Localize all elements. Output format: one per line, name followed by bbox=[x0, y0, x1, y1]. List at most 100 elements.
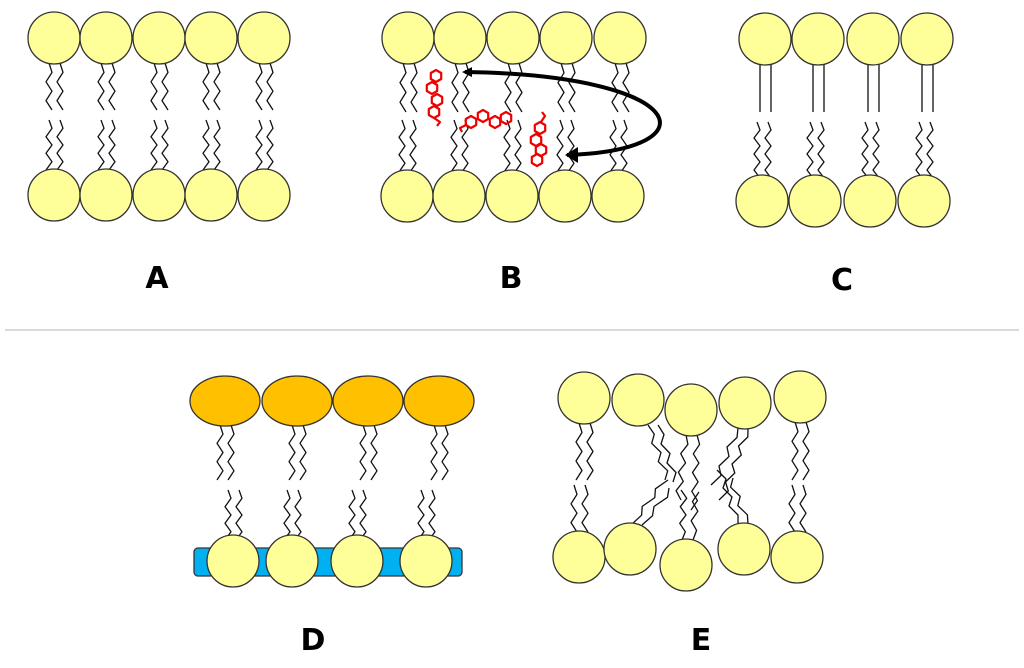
lower-lipid-tail bbox=[716, 469, 739, 524]
lower-lipid-head bbox=[591, 169, 645, 223]
upper-lipid-tail bbox=[802, 421, 810, 481]
lower-lipid-tail bbox=[56, 119, 64, 171]
lower-lipid-tail bbox=[428, 489, 436, 541]
lower-lipid-tail bbox=[729, 477, 749, 525]
cholesterol-ring bbox=[464, 114, 478, 130]
upper-lipid-tail bbox=[410, 62, 418, 113]
lower-lipid-tail bbox=[503, 119, 511, 173]
upper-lipid-tail bbox=[202, 62, 210, 111]
lower-lipid-tail bbox=[417, 489, 425, 541]
lower-lipid-tail bbox=[679, 489, 688, 541]
lower-lipid-tail bbox=[97, 119, 105, 171]
lower-lipid-head bbox=[265, 534, 319, 588]
cholesterol-molecules bbox=[425, 68, 548, 168]
upper-lipid-tail bbox=[97, 62, 105, 111]
upper-lipid-head bbox=[900, 12, 954, 66]
upper-lipid-tail bbox=[647, 424, 669, 481]
lower-lipid-tail bbox=[161, 119, 169, 171]
lower-lipid-tail bbox=[581, 484, 589, 533]
upper-lipid-head bbox=[237, 11, 291, 65]
lower-lipid-tail bbox=[631, 479, 669, 525]
upper-lipid-tail bbox=[216, 424, 224, 481]
lower-lipid-tail bbox=[450, 119, 458, 173]
upper-lipid-tail bbox=[266, 62, 274, 111]
upper-lipid-tail bbox=[441, 424, 449, 481]
lower-lipid-tail bbox=[806, 121, 814, 179]
lower-lipid-tail bbox=[202, 119, 210, 171]
lower-lipid-head bbox=[717, 522, 771, 576]
lower-lipid-tail bbox=[690, 491, 700, 541]
upper-lipid-tail bbox=[586, 422, 594, 481]
lower-lipid-tail bbox=[609, 119, 617, 173]
upper-lipid-tail bbox=[710, 427, 739, 486]
lower-lipid-tail bbox=[570, 484, 578, 533]
upper-lipid-tail bbox=[255, 62, 263, 111]
upper-lipid-head bbox=[846, 12, 900, 66]
upper-lipid-tail bbox=[568, 62, 576, 113]
lower-lipid-tail bbox=[213, 119, 221, 171]
upper-lipid-tail bbox=[108, 62, 116, 111]
cholesterol-ring bbox=[430, 92, 444, 108]
panel-label-a: A bbox=[145, 261, 169, 296]
lower-lipid-head bbox=[380, 169, 434, 223]
upper-lipid-head bbox=[611, 373, 665, 427]
lower-lipid-tail bbox=[872, 121, 880, 179]
upper-lipid-tail bbox=[299, 424, 307, 481]
lower-lipid-tail bbox=[348, 489, 356, 541]
lower-lipid-head bbox=[770, 530, 824, 584]
cholesterol-ring bbox=[499, 110, 513, 126]
upper-lipid-head bbox=[433, 11, 487, 65]
lower-lipid-head bbox=[485, 169, 539, 223]
lower-lipid-tail bbox=[567, 119, 575, 173]
lower-lipid-tail bbox=[359, 489, 367, 541]
lower-lipid-tail bbox=[294, 489, 302, 541]
panel-label-d: D bbox=[301, 623, 326, 658]
lower-lipid-tail bbox=[926, 121, 934, 179]
upper-lipid-tail bbox=[657, 424, 677, 483]
lower-lipid-head bbox=[432, 169, 486, 223]
upper-lipid-head bbox=[486, 11, 540, 65]
upper-lipid-head bbox=[593, 11, 647, 65]
lower-lipid-head bbox=[735, 174, 789, 228]
cholesterol-ring bbox=[427, 104, 441, 120]
lower-lipid-tail bbox=[283, 489, 291, 541]
cholesterol-ring bbox=[488, 114, 502, 130]
upper-lipid-head bbox=[664, 383, 718, 437]
lower-lipid-head bbox=[552, 530, 606, 584]
upper-lipid-tail bbox=[557, 62, 565, 113]
lower-lipid-tail bbox=[461, 119, 469, 173]
upper-lipid-tail bbox=[451, 62, 459, 113]
upper-lipid-tail bbox=[45, 62, 53, 111]
cholesterol-ring bbox=[425, 80, 439, 96]
cholesterol-tail bbox=[540, 111, 547, 123]
lower-lipid-tail bbox=[915, 121, 923, 179]
lower-lipid-tail bbox=[799, 484, 807, 533]
lower-lipid-tail bbox=[764, 121, 772, 179]
lower-lipid-tail bbox=[641, 487, 670, 526]
lower-lipid-tail bbox=[753, 121, 761, 179]
lower-lipid-tail bbox=[235, 489, 243, 541]
upper-lipid-tail bbox=[359, 424, 367, 481]
cholesterol-ring bbox=[533, 120, 547, 136]
panel-c-bilayer bbox=[735, 12, 954, 228]
lower-lipid-tail bbox=[45, 119, 53, 171]
upper-lipid-tail bbox=[399, 62, 407, 113]
cholesterol-ring bbox=[429, 68, 443, 84]
panel-label-b: B bbox=[500, 261, 523, 296]
upper-lipid-head bbox=[132, 11, 186, 65]
lower-lipid-head bbox=[237, 168, 291, 222]
upper-lipid-tail bbox=[150, 62, 158, 111]
upper-lipid-head bbox=[718, 376, 772, 430]
lower-lipid-head bbox=[132, 168, 186, 222]
flip-flop-arrowhead-start bbox=[565, 147, 578, 163]
flip-flop-arrow bbox=[462, 67, 662, 157]
lower-lipid-head bbox=[399, 534, 453, 588]
lower-lipid-head bbox=[843, 174, 897, 228]
upper-lipid-tail bbox=[504, 62, 512, 113]
cholesterol-tail bbox=[433, 117, 442, 127]
upper-lipid-tail bbox=[370, 424, 378, 481]
upper-lipid-tail bbox=[56, 62, 64, 111]
upper-lipid-tail bbox=[791, 421, 799, 481]
upper-lipid-tail bbox=[622, 62, 630, 113]
